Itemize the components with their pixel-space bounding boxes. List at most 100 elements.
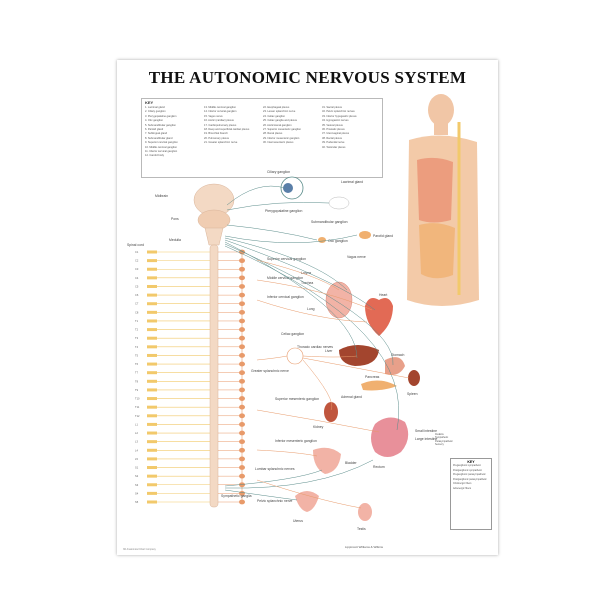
- legend-row: Preganglionic parasympathetic: [453, 473, 486, 477]
- colors-legend-title: Colors: [435, 432, 444, 436]
- key-entry: 34. Hypogastric nerves: [322, 119, 349, 123]
- stomach-shape: [385, 357, 405, 375]
- spinal-level-label: L4: [135, 448, 138, 452]
- key-entry: 6. Parotid gland: [145, 128, 164, 132]
- spinal-level-label: C7: [135, 302, 139, 306]
- key-title: KEY: [145, 100, 154, 105]
- spinal-nerve-root: [147, 250, 157, 254]
- label-middle-cervical: Middle cervical ganglion: [267, 276, 303, 280]
- key-entry: 19. Bronchial branch: [204, 132, 228, 136]
- label-large-intestine: Large intestine: [415, 437, 437, 441]
- color-legend-row: Sensory: [435, 443, 444, 447]
- spinal-nerve-root: [147, 500, 157, 504]
- bladder-shape: [313, 447, 341, 474]
- heart-shape: [365, 298, 393, 336]
- sympathetic-ganglion: [239, 396, 245, 401]
- key-entry: 16. Aortic (cardiac) plexus: [204, 119, 234, 123]
- testis-shape: [358, 503, 372, 521]
- label-medulla: Medulla: [169, 238, 181, 242]
- label-lung: Lung: [307, 307, 315, 311]
- label-liver: Liver: [325, 349, 333, 353]
- anatomy-poster: THE AUTONOMIC NERVOUS SYSTEM KEY 1. Lacr…: [117, 60, 498, 555]
- poster-title: THE AUTONOMIC NERVOUS SYSTEM: [148, 68, 467, 87]
- legend-row: Preganglionic sympathetic: [453, 464, 481, 467]
- sympathetic-ganglion: [239, 353, 245, 358]
- spinal-level-label: T9: [135, 388, 139, 392]
- sympathetic-ganglion: [239, 499, 245, 505]
- pons-shape: [197, 209, 231, 231]
- sympathetic-ganglion: [239, 447, 245, 453]
- spinal-level-label: C3: [135, 267, 139, 271]
- key-entry: 27. Superior mesenteric ganglion: [263, 128, 302, 132]
- key-entry: 26. Aorticorenal ganglion: [263, 123, 292, 127]
- key-entry: 35. Vesical plexus: [322, 123, 343, 127]
- label-stomach: Stomach: [391, 353, 404, 357]
- key-entry: 32. Pelvic splanchnic nerves: [322, 110, 355, 114]
- sympathetic-ganglion: [239, 456, 245, 462]
- legend-title: KEY: [467, 460, 475, 464]
- footer-credit: 3D Anatomical Chart Company: [123, 548, 156, 551]
- key-entry: 4. Otic ganglion: [145, 119, 164, 123]
- spinal-nerve-root: [147, 483, 157, 487]
- figure-neck: [434, 123, 448, 135]
- spinal-level-label: S5: [135, 500, 139, 504]
- figure-head: [428, 94, 454, 126]
- spinal-level-label: L5: [135, 457, 138, 461]
- spinal-nerve-root: [147, 379, 157, 383]
- label-sympathetic-ganglia: Sympathetic ganglia: [221, 494, 252, 498]
- key-entry: 29. Inferior mesenteric ganglion: [263, 136, 300, 140]
- spinal-nerve-root: [147, 422, 157, 426]
- sympathetic-ganglion: [239, 275, 245, 281]
- label-cardiac-nerves: Thoracic cardiac nerves: [297, 345, 333, 349]
- key-entry: 18. Deep and superficial cardiac plexus: [204, 128, 250, 132]
- label-pons: Pons: [171, 217, 179, 221]
- spinal-nerve-root: [147, 302, 157, 306]
- key-entry: 40. Testicular plexus: [322, 145, 346, 149]
- spinal-nerve-root: [147, 491, 157, 495]
- spinal-nerve-root: [147, 328, 157, 332]
- key-entry: 39. Pudendal nerve: [322, 141, 345, 145]
- key-entry: 14. Inferior cervical ganglion: [204, 110, 237, 114]
- spinal-level-label: T4: [135, 345, 139, 349]
- spinal-nerve-root: [147, 276, 157, 280]
- spinal-level-label: L3: [135, 440, 138, 444]
- spleen-shape: [408, 370, 420, 386]
- label-uterus: Uterus: [293, 519, 303, 523]
- color-legend-row: Sympathetic: [435, 436, 449, 439]
- sympathetic-ganglion: [239, 430, 245, 436]
- label-ciliary: Ciliary ganglion: [267, 170, 290, 174]
- key-entry: 15. Vagus nerve: [204, 114, 223, 118]
- key-entry: 8. Submandibular gland: [145, 136, 173, 140]
- spinal-levels: C1C2C3C4C5C6C7C8T1T2T3T4T5T6T7T8T9T10T11…: [135, 250, 210, 504]
- spinal-nerve-root: [147, 371, 157, 375]
- spinal-nerve-root: [147, 431, 157, 435]
- label-spleen: Spleen: [407, 392, 418, 396]
- spinal-level-label: T8: [135, 379, 139, 383]
- key-entry: 3. Pterygopalatine ganglion: [145, 114, 177, 118]
- sympathetic-chain: [218, 249, 245, 505]
- label-greater-splanchnic: Greater splanchnic nerve: [251, 369, 289, 373]
- sympathetic-ganglion: [239, 387, 245, 393]
- label-vagus: Vagus nerve: [347, 255, 366, 259]
- lacrimal-eye-shape: [328, 196, 350, 210]
- spinal-level-label: T5: [135, 353, 139, 357]
- key-entry: 36. Prostatic plexus: [322, 128, 345, 132]
- spinal-level-label: T3: [135, 336, 139, 340]
- sympathetic-ganglion: [239, 335, 245, 341]
- label-lumbar-splanchnic: Lumbar splanchnic nerves: [255, 467, 295, 471]
- spinal-nerve-root: [147, 284, 157, 288]
- otic-ganglion-shape: [318, 237, 326, 243]
- key-entry: 31. Sacral plexus: [322, 106, 342, 109]
- label-parotid: Parotid gland: [373, 234, 393, 238]
- spinal-nerve-root: [147, 466, 157, 470]
- spinal-nerve-root: [147, 405, 157, 409]
- pancreas-shape: [361, 380, 397, 391]
- label-pterygopalatine: Pterygopalatine ganglion: [265, 209, 302, 213]
- celiac-ganglion-shape: [286, 347, 304, 365]
- spinal-nerve-root: [147, 440, 157, 444]
- spinal-nerve-root: [147, 310, 157, 314]
